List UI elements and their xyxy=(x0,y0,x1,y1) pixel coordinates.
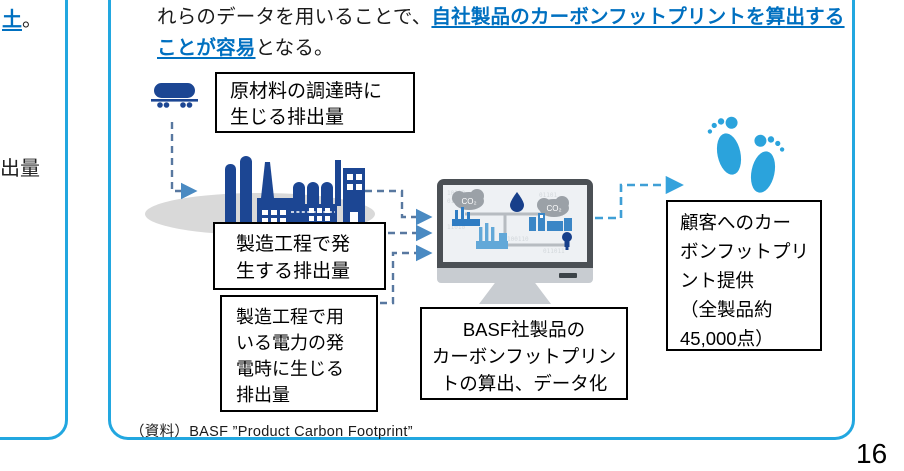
left-fragment-punct: 。 xyxy=(22,9,42,31)
left-panel-border xyxy=(0,0,68,440)
left-fragment-line2: 出量 xyxy=(0,158,40,180)
heading: れらのデータを用いることで、自社製品のカーボンフットプリントを算出することが容易… xyxy=(157,2,847,64)
source-citation: （資料）BASF ”Product Carbon Footprint” xyxy=(130,424,413,440)
footprints-icon xyxy=(707,116,785,193)
svg-text:011011: 011011 xyxy=(543,248,565,255)
factory-icon xyxy=(225,156,365,228)
screen-factory-left-icon xyxy=(452,207,480,226)
left-fragment-blue-text: 土 xyxy=(2,9,22,31)
co2-cloud-left-icon: CO₂ xyxy=(452,189,484,210)
svg-text:01101: 01101 xyxy=(539,192,557,199)
svg-text:CO₂: CO₂ xyxy=(461,197,476,206)
left-footprint xyxy=(707,116,742,175)
svg-text:11010: 11010 xyxy=(447,224,465,231)
left-fragment-line1: 土。 xyxy=(2,3,42,32)
label-basf-calculation: BASF社製品の カーボンフットプリン トの算出、データ化 xyxy=(420,307,628,400)
heading-black-2: となる。 xyxy=(255,37,334,59)
heading-blue-1: 自社製品のカーボンフットプリントを算 xyxy=(431,6,786,28)
label-manufacturing-emissions: 製造工程で発 生する排出量 xyxy=(213,222,386,290)
monitor-chin xyxy=(437,268,593,283)
screen-factory-bottom-icon xyxy=(476,223,508,249)
heading-black-1: れらのデータを用いることで、 xyxy=(157,6,432,28)
label-electricity-emissions: 製造工程で用 いる電力の発 電時に生じる 排出量 xyxy=(220,295,378,412)
monitor-stand xyxy=(479,283,551,304)
svg-text:CO₂: CO₂ xyxy=(546,204,561,213)
heading-blue-2: 出することが容易 xyxy=(157,6,845,59)
screen-city-icon xyxy=(529,213,572,231)
bulb-icon xyxy=(562,232,572,250)
label-customer-footprint: 顧客へのカー ボンフットプリ ント提供 （全製品約 45,000点） xyxy=(666,200,822,351)
monitor-power-button xyxy=(559,273,577,278)
label-raw-material-emissions: 原材料の調達時に 生じる排出量 xyxy=(215,72,415,133)
main-panel-border xyxy=(108,0,855,440)
droplet-icon xyxy=(510,192,524,212)
svg-text:100110: 100110 xyxy=(507,236,529,243)
tanker-icon xyxy=(151,83,198,108)
right-footprint xyxy=(750,134,785,193)
co2-cloud-right-icon: CO₂ xyxy=(537,196,569,217)
page-number: 16 xyxy=(856,438,888,469)
